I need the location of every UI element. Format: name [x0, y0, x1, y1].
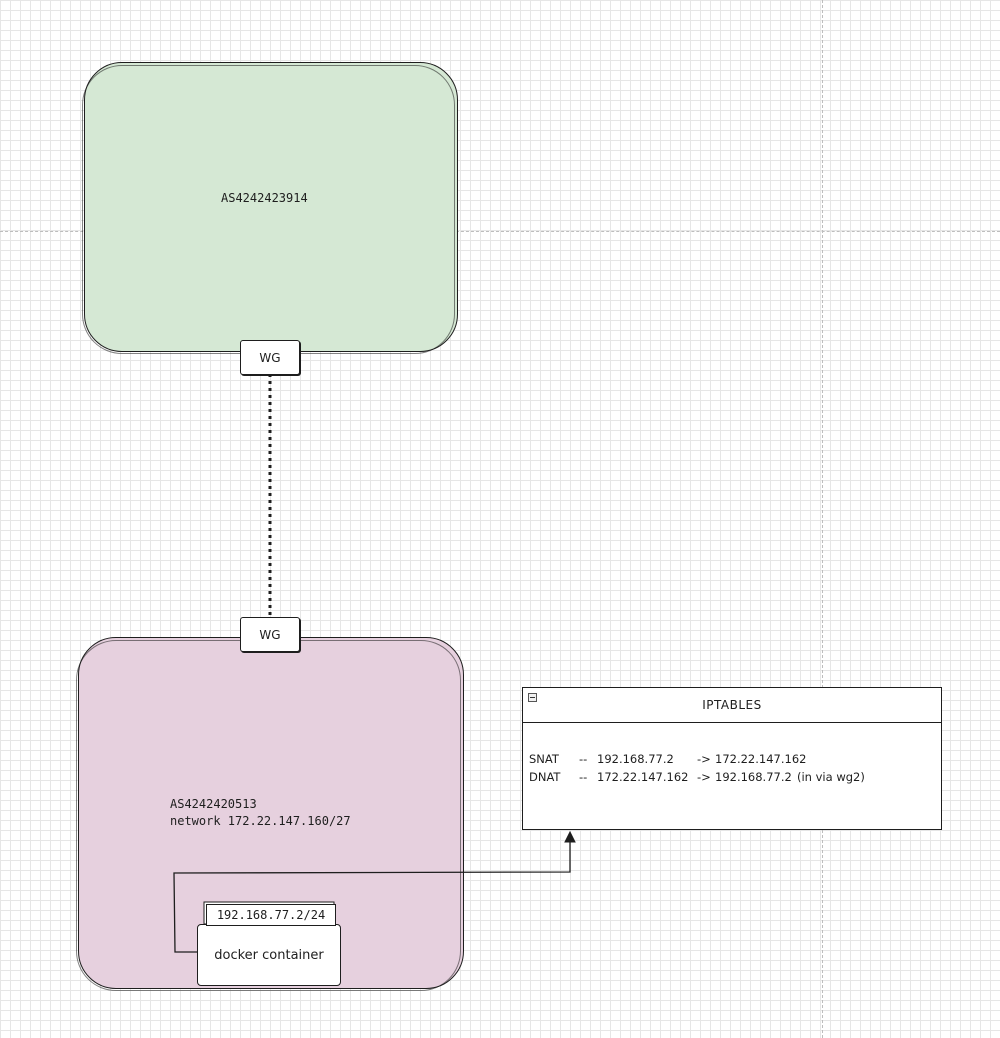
- as-bottom-name: AS4242420513: [170, 797, 257, 811]
- iptables-title: IPTABLES: [702, 698, 762, 712]
- rule-target: 172.22.147.162: [715, 752, 807, 766]
- rule-source: 192.168.77.2: [597, 752, 674, 766]
- iptables-rule-snat: SNAT -- 192.168.77.2 -> 172.22.147.162: [529, 750, 806, 768]
- iptables-header: IPTABLES: [523, 688, 941, 723]
- iptables-panel[interactable]: IPTABLES SNAT -- 192.168.77.2 -> 172.22.…: [522, 687, 942, 830]
- wg-bottom-label: WG: [259, 627, 281, 642]
- docker-container-node[interactable]: docker container: [197, 924, 341, 986]
- wg-top-label: WG: [259, 350, 281, 365]
- as-top-label: AS4242423914: [221, 191, 308, 205]
- rule-separator: --: [579, 770, 588, 784]
- rule-arrow: ->: [697, 752, 711, 766]
- wg-interface-bottom[interactable]: WG: [240, 617, 300, 652]
- horizontal-guide-line: [0, 231, 1000, 232]
- rule-arrow: ->: [697, 770, 711, 784]
- iptables-rule-dnat: DNAT -- 172.22.147.162 -> 192.168.77.2 (…: [529, 768, 865, 786]
- rule-type: SNAT: [529, 752, 559, 766]
- docker-label: docker container: [214, 947, 324, 963]
- vertical-guide-line: [822, 0, 823, 1038]
- as-bottom-label: AS4242420513 network 172.22.147.160/27: [170, 796, 351, 830]
- rule-note: (in via wg2): [797, 770, 865, 784]
- rule-source: 172.22.147.162: [597, 770, 689, 784]
- collapse-icon[interactable]: [528, 693, 537, 702]
- rule-separator: --: [579, 752, 588, 766]
- as4242423914-node[interactable]: [82, 62, 458, 354]
- rule-target: 192.168.77.2: [715, 770, 792, 784]
- rule-type: DNAT: [529, 770, 561, 784]
- nat-connector-arrowhead: [564, 830, 576, 843]
- nat-connector-line: [173, 838, 571, 953]
- wg-interface-top[interactable]: WG: [240, 340, 300, 375]
- docker-ip-label: 192.168.77.2/24: [206, 904, 336, 926]
- as-bottom-network: network 172.22.147.160/27: [170, 814, 351, 828]
